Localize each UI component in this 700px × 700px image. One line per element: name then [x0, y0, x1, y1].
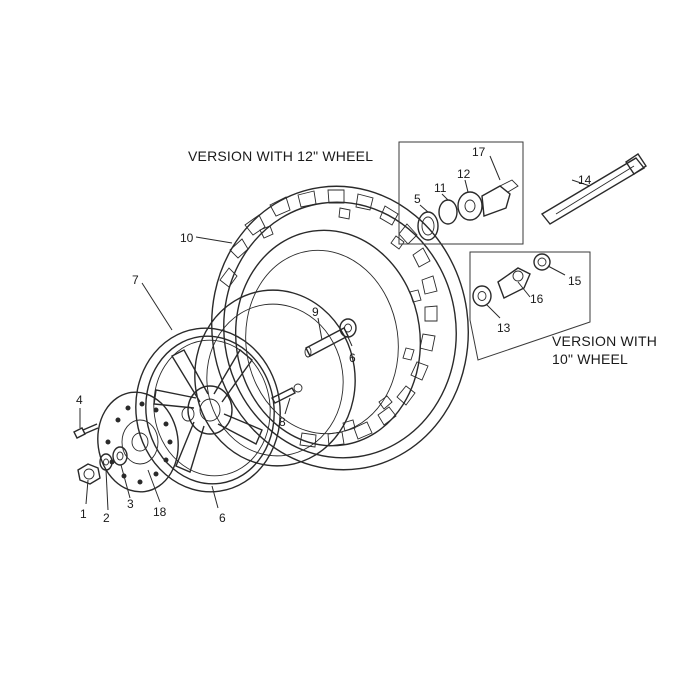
callout-16: 16	[530, 292, 544, 306]
callout-3: 3	[127, 497, 134, 511]
spacer	[112, 446, 128, 466]
callout-numbers: 1 2 3 4 5 6 6 7 8 9 10 11 12 13 14 15 16…	[76, 145, 592, 525]
callout-15: 15	[568, 274, 582, 288]
wheel-bearing	[339, 318, 357, 338]
caption-version-10-line1: VERSION WITH	[552, 333, 657, 349]
wheel-rim	[135, 327, 281, 493]
axle-spacer	[304, 327, 349, 358]
callout-8: 8	[279, 415, 286, 429]
callout-6b: 6	[219, 511, 226, 525]
callout-9: 9	[312, 305, 319, 319]
disc-bolt	[73, 423, 99, 439]
callout-4: 4	[76, 393, 83, 407]
brake-disc	[97, 391, 179, 493]
callout-11: 11	[434, 181, 447, 195]
tire	[211, 185, 469, 471]
speedometer-drive-10	[472, 253, 551, 307]
callout-13: 13	[497, 321, 511, 335]
tire-valve	[271, 383, 303, 404]
callout-14: 14	[578, 173, 592, 187]
caption-version-10-line2: 10" WHEEL	[552, 351, 628, 367]
wheel-rim-inner	[194, 289, 356, 467]
version-12-box	[398, 141, 524, 245]
speedometer-drive	[417, 179, 519, 241]
callout-12: 12	[457, 167, 471, 181]
callout-17: 17	[472, 145, 486, 159]
callout-10: 10	[180, 231, 194, 245]
leader-lines	[79, 155, 591, 511]
version-10-box	[469, 251, 591, 361]
callout-2: 2	[103, 511, 110, 525]
callout-6a: 6	[349, 351, 356, 365]
caption-version-12: VERSION WITH 12" WHEEL	[188, 148, 373, 164]
nut	[77, 463, 101, 485]
wheel-axle	[540, 153, 647, 225]
callout-7: 7	[132, 273, 139, 287]
callout-5: 5	[414, 192, 421, 206]
callout-18: 18	[153, 505, 167, 519]
callout-1: 1	[80, 507, 87, 521]
